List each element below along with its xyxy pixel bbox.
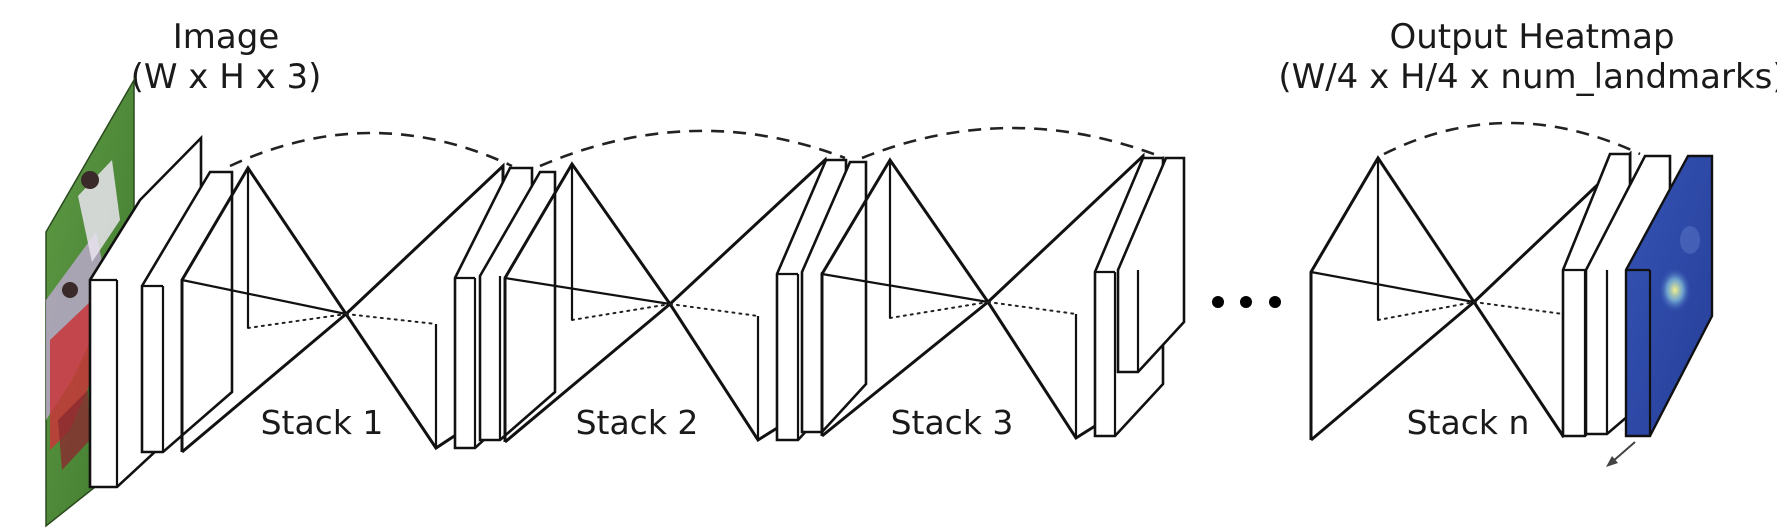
skip-connection-n [1383,121,1641,156]
stack-2-label: Stack 2 [576,403,699,442]
output-heatmap [1624,154,1714,438]
output-subtitle: (W/4 x H/4 x num_landmarks) [1278,57,1777,97]
conv-block-2 [140,170,234,454]
skip-connection-2 [539,129,846,168]
ellipsis-dots-icon [1212,296,1281,308]
stack-1-conv-b [478,170,557,442]
input-title: Image [173,17,279,57]
skip-connection-1 [229,131,513,168]
stack-1-label: Stack 1 [261,403,384,442]
stack-n-label: Stack n [1407,403,1530,442]
stack-3-label: Stack 3 [891,403,1014,442]
skip-connection-3 [861,126,1165,160]
input-subtitle: (W x H x 3) [131,57,322,97]
stack-3-conv-b [1116,156,1186,374]
output-arrow-icon [1606,441,1636,467]
output-title: Output Heatmap [1389,17,1674,57]
